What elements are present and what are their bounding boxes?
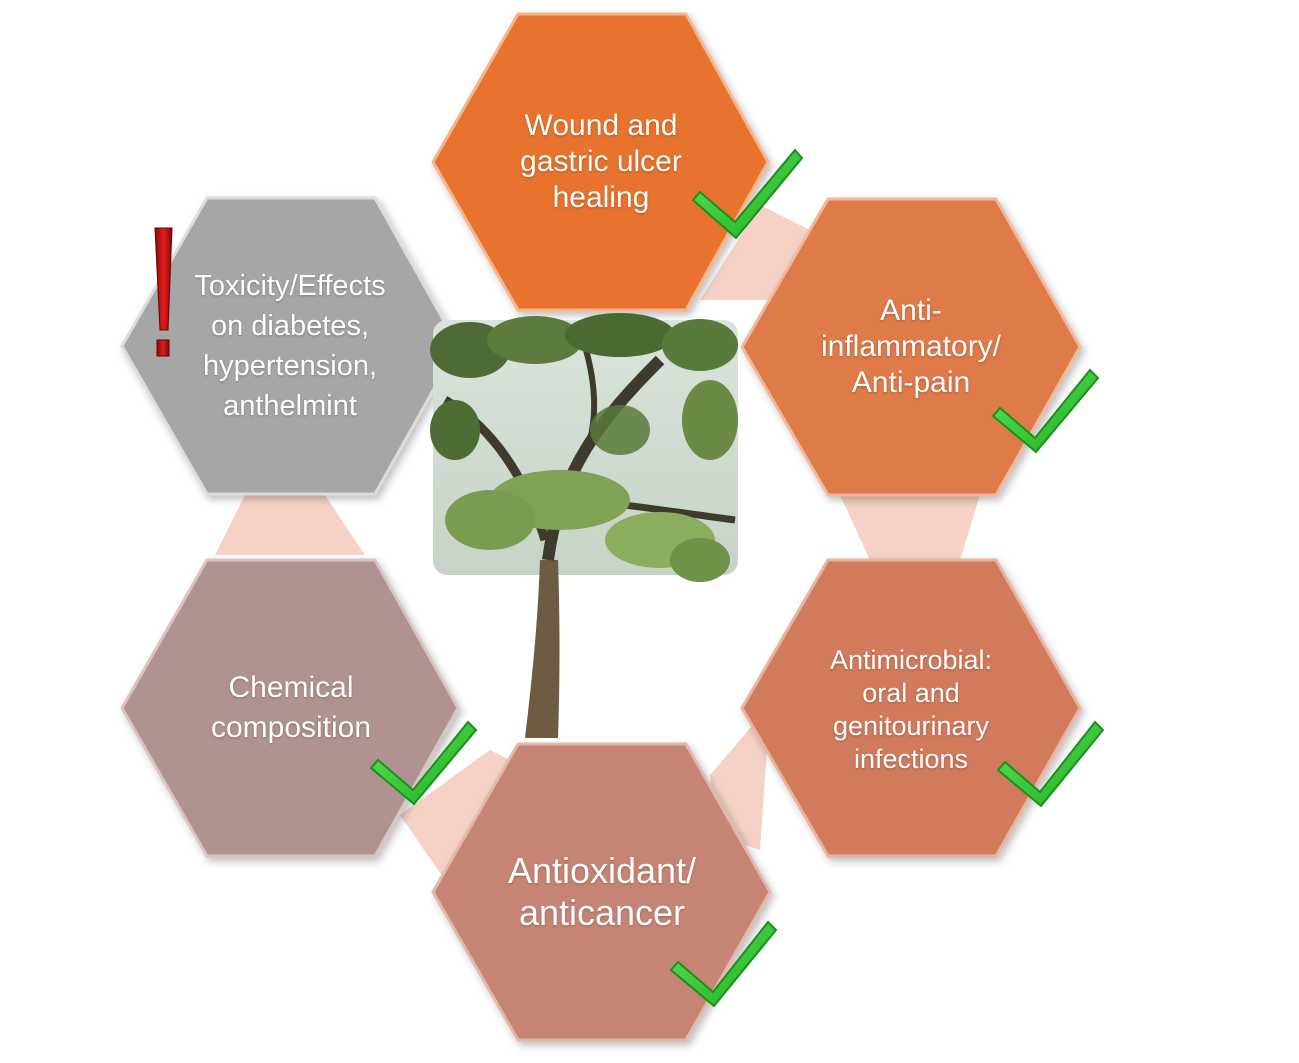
tree-photo [430,313,738,738]
label-wound: Wound and gastric ulcer healing [470,100,732,224]
label-toxicity: Toxicity/Effects on diabetes, hypertensi… [172,264,408,428]
label-anti-inflammatory: Anti- inflammatory/ Anti-pain [780,285,1042,409]
label-antioxidant: Antioxidant/ anticancer [460,848,744,936]
label-antimicrobial: Antimicrobial: oral and genitourinary in… [780,640,1042,780]
connector-antiinflammatory-antimicrobial [840,495,980,560]
connector-chemical-toxicity [215,495,365,555]
label-chemical: Chemical composition [160,666,422,750]
